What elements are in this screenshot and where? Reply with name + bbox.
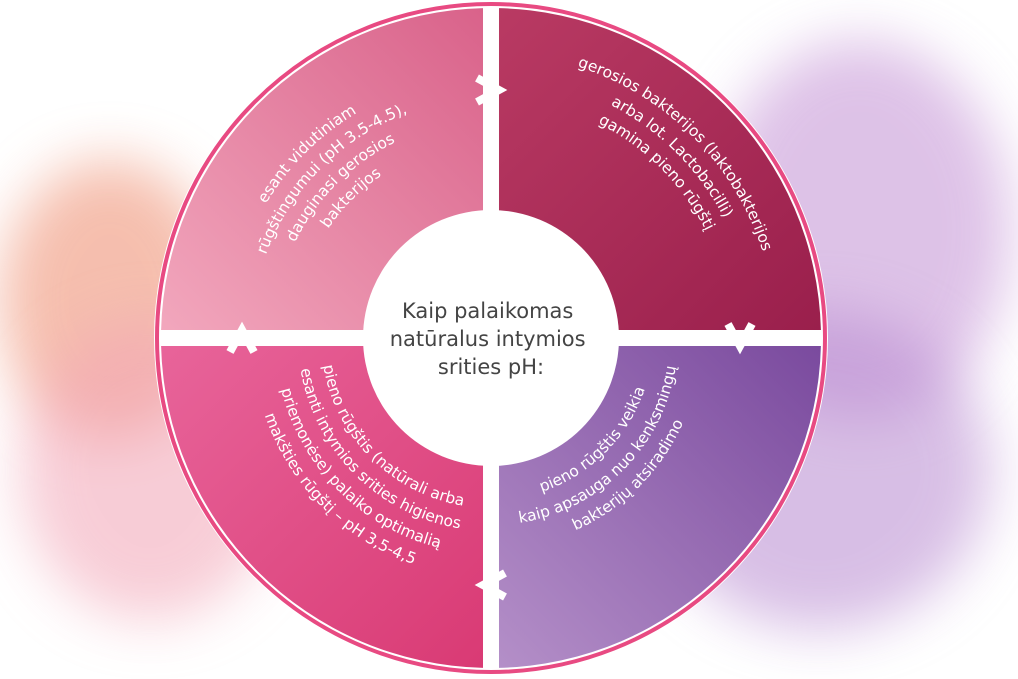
arrow-notch-icon: [724, 322, 756, 355]
center-title-line: srities pH:: [438, 355, 544, 379]
center-title: Kaip palaikomas natūralus intymios sriti…: [390, 299, 593, 379]
center-title-line: natūralus intymios: [390, 327, 586, 351]
center-circle: [363, 210, 619, 466]
arrow-notch-icon: [226, 321, 258, 354]
outer-ring: [155, 2, 827, 674]
arrow-notch-icon: [475, 74, 508, 106]
center-title-line: Kaip palaikomas: [402, 299, 573, 323]
arrow-notch-icon: [474, 569, 507, 601]
